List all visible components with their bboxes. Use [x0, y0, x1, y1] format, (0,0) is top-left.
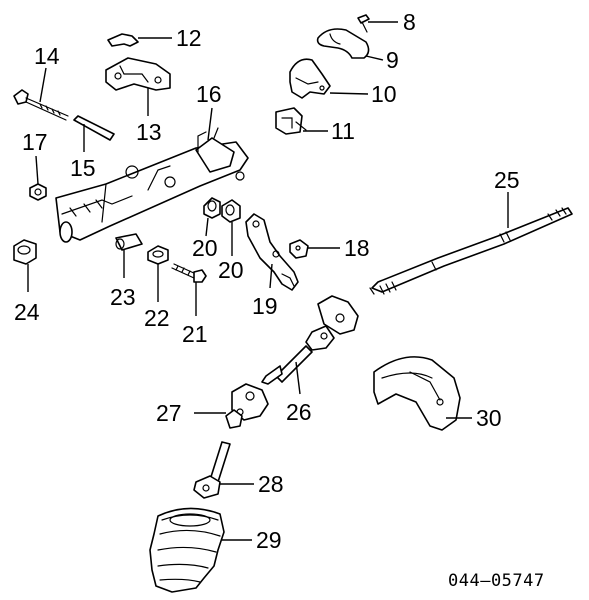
- part-12-clip: [107, 33, 139, 47]
- part-13-plate: [105, 57, 171, 91]
- leader-14: [39, 67, 47, 103]
- reference-code: 044–05747: [448, 571, 545, 591]
- part-21-bolt: [171, 263, 207, 283]
- leader-19: [269, 263, 273, 289]
- part-15-pin: [73, 115, 115, 141]
- leader-16: [207, 107, 213, 141]
- leader-26: [295, 361, 301, 395]
- callout-27: 27: [156, 400, 182, 426]
- callout-20a: 20: [192, 235, 218, 261]
- part-20-grommet-b: [221, 199, 241, 223]
- leader-9: [365, 55, 384, 61]
- callout-28: 28: [258, 471, 284, 497]
- part-22-bush: [147, 245, 169, 265]
- callout-12: 12: [176, 25, 202, 51]
- part-18-bracket: [289, 239, 309, 259]
- callout-15: 15: [70, 155, 96, 181]
- callout-30: 30: [476, 405, 502, 431]
- part-11-block: [275, 107, 307, 135]
- callout-23: 23: [110, 284, 136, 310]
- part-17-nut: [29, 183, 47, 201]
- callout-10: 10: [371, 81, 397, 107]
- part-23-sleeve: [115, 233, 143, 251]
- part-28-lower-shaft: [193, 441, 231, 499]
- part-10-bracket: [289, 58, 331, 99]
- callout-16: 16: [196, 81, 222, 107]
- part-14-bolt: [13, 89, 69, 121]
- callout-8: 8: [403, 9, 416, 35]
- part-8-screw: [357, 14, 370, 33]
- part-26-intermediate-shaft: [261, 295, 359, 385]
- callout-24: 24: [14, 299, 40, 325]
- callout-25: 25: [494, 167, 520, 193]
- part-9-clamp: [316, 28, 370, 59]
- part-30-cover: [373, 356, 461, 431]
- callout-26: 26: [286, 399, 312, 425]
- callout-29: 29: [256, 527, 282, 553]
- callout-22: 22: [144, 305, 170, 331]
- callout-14: 14: [34, 43, 60, 69]
- part-25-main-shaft: [369, 207, 573, 295]
- part-27-universal-joint: [225, 383, 269, 429]
- callout-21: 21: [182, 321, 208, 347]
- callout-9: 9: [386, 47, 399, 73]
- leader-20a: [205, 217, 209, 237]
- part-24-bushing: [13, 239, 37, 265]
- part-19-lever: [245, 213, 299, 291]
- callout-13: 13: [136, 119, 162, 145]
- callout-19: 19: [252, 293, 278, 319]
- callout-11: 11: [331, 118, 355, 144]
- callout-20b: 20: [218, 257, 244, 283]
- part-29-boot: [149, 507, 225, 593]
- leader-10: [329, 92, 369, 95]
- callout-18: 18: [344, 235, 370, 261]
- leader-17: [35, 155, 39, 185]
- part-20-grommet-a: [203, 197, 221, 219]
- part-16-column-tube: [55, 127, 249, 243]
- callout-17: 17: [22, 129, 48, 155]
